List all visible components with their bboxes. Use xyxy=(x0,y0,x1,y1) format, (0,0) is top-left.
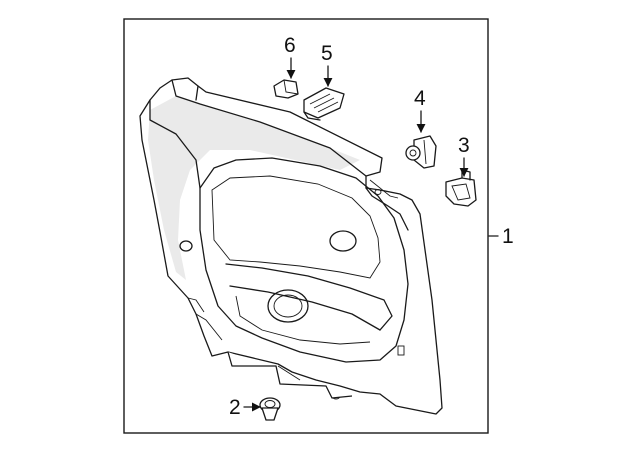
callout-1: 1 xyxy=(502,225,514,248)
callout-5: 5 xyxy=(321,42,333,65)
push-pin-clip xyxy=(259,397,281,421)
leader-arrows xyxy=(243,57,499,412)
callout-4: 4 xyxy=(414,87,426,110)
callout-2: 2 xyxy=(229,396,241,419)
small-clip xyxy=(273,79,299,99)
cover-pad xyxy=(303,87,345,121)
callout-3: 3 xyxy=(458,134,470,157)
diagram-frame xyxy=(123,18,489,434)
callout-6: 6 xyxy=(284,34,296,57)
bracket-clip xyxy=(405,135,437,169)
retainer-clip xyxy=(445,169,477,207)
quarter-trim-panel xyxy=(139,77,443,415)
